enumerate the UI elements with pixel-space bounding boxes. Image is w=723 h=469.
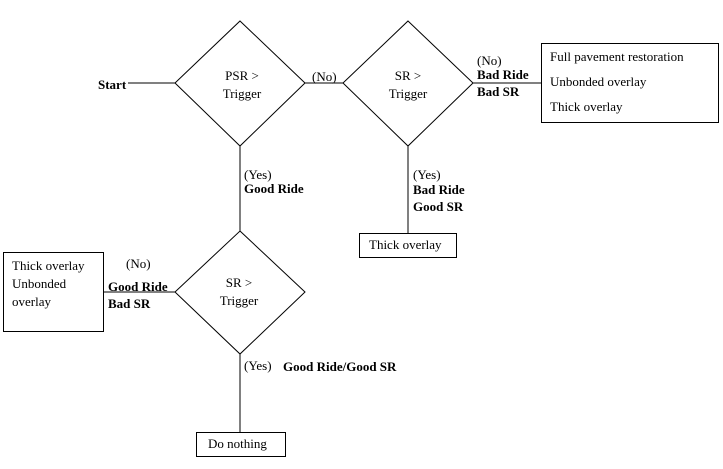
outcome-left-line2: Unbonded <box>12 276 67 291</box>
outcome-box-full-restoration: Full pavement restoration Unbonded overl… <box>541 43 719 123</box>
srtop-no-cond1: Bad Ride <box>477 67 529 82</box>
psr-decision-line1: PSR > <box>225 68 259 83</box>
outcome-left-line1: Thick overlay <box>12 258 85 273</box>
psr-yes-condition: Good Ride <box>244 181 304 196</box>
srtop-no-paren: (No) <box>477 53 502 68</box>
sr-top-decision-text: SR > Trigger <box>368 67 448 103</box>
psr-no-label: (No) <box>312 69 337 84</box>
sr-bottom-decision-text: SR > Trigger <box>199 274 279 310</box>
srbot-yes-condition: Good Ride/Good SR <box>283 359 397 374</box>
srbot-no-cond2: Bad SR <box>108 296 151 311</box>
outcome-do-nothing-text: Do nothing <box>208 436 267 451</box>
outcome-left-line3: overlay <box>12 294 51 309</box>
srbot-yes-paren: (Yes) <box>244 358 272 373</box>
psr-decision-text: PSR > Trigger <box>202 67 282 103</box>
psr-decision-line2: Trigger <box>222 86 262 101</box>
psr-yes-paren: (Yes) <box>244 167 272 182</box>
sr-top-decision-line1: SR > <box>394 68 422 83</box>
srtop-yes-cond2: Good SR <box>413 199 464 214</box>
outcome-unbonded-overlay: Unbonded overlay <box>550 74 647 89</box>
sr-bottom-decision-line2: Trigger <box>219 293 259 308</box>
outcome-box-left: Thick overlay Unbonded overlay <box>3 252 104 332</box>
srtop-yes-cond1: Bad Ride <box>413 182 465 197</box>
outcome-thick-overlay-text: Thick overlay <box>369 237 442 252</box>
srtop-yes-paren: (Yes) <box>413 167 441 182</box>
outcome-box-do-nothing: Do nothing <box>196 432 286 457</box>
start-label: Start <box>98 77 127 92</box>
sr-top-decision-line2: Trigger <box>388 86 428 101</box>
sr-bottom-decision-line1: SR > <box>225 275 253 290</box>
outcome-full-pavement-restoration: Full pavement restoration <box>550 49 684 64</box>
srbot-no-paren: (No) <box>126 256 151 271</box>
srtop-no-cond2: Bad SR <box>477 84 520 99</box>
outcome-box-thick-overlay: Thick overlay <box>359 233 457 258</box>
srbot-no-cond1: Good Ride <box>108 279 168 294</box>
outcome-thick-overlay: Thick overlay <box>550 99 623 114</box>
